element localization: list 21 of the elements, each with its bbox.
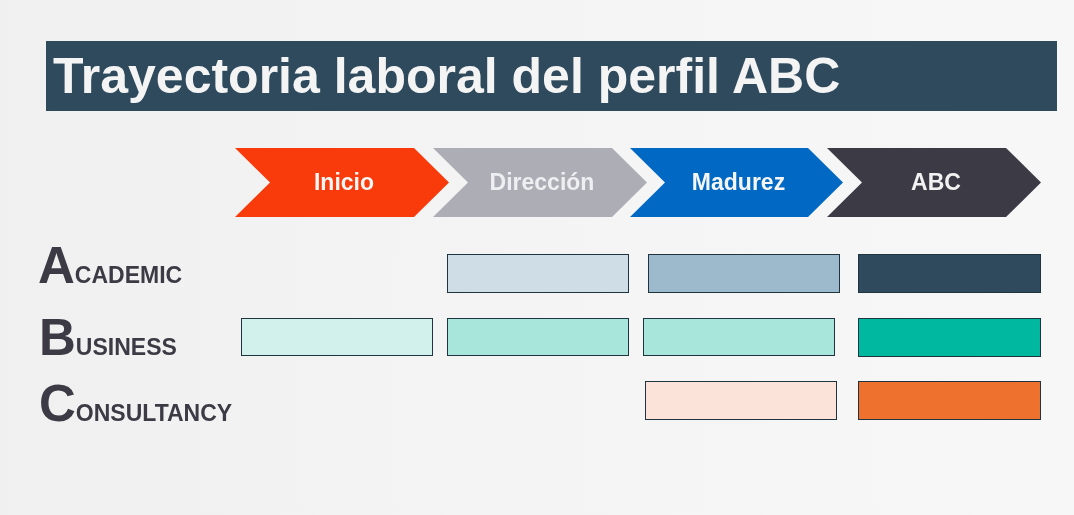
timeline-bar bbox=[241, 318, 433, 356]
timeline-bar bbox=[858, 254, 1041, 293]
step-label: ABC bbox=[911, 169, 961, 196]
timeline-bar bbox=[858, 381, 1041, 420]
row-label: ACADEMIC bbox=[38, 240, 183, 291]
chevron-step bbox=[630, 148, 843, 217]
timeline-bar bbox=[648, 254, 840, 293]
row-label: CONSULTANCY bbox=[39, 378, 233, 429]
timeline-bar bbox=[645, 381, 837, 420]
step-label: Inicio bbox=[313, 169, 375, 196]
timeline-bar bbox=[643, 318, 835, 356]
chevron-step bbox=[235, 148, 449, 217]
row-label: BUSINESS bbox=[39, 312, 177, 363]
timeline-bar bbox=[858, 318, 1041, 357]
title-banner: Trayectoria laboral del perfil ABC bbox=[46, 41, 1057, 111]
timeline-bar bbox=[447, 318, 629, 356]
chevron-step bbox=[433, 148, 647, 217]
chevron-step bbox=[827, 148, 1041, 217]
timeline-bar bbox=[447, 254, 629, 293]
step-label: Dirección bbox=[489, 169, 595, 196]
step-label: Madurez bbox=[691, 169, 786, 196]
